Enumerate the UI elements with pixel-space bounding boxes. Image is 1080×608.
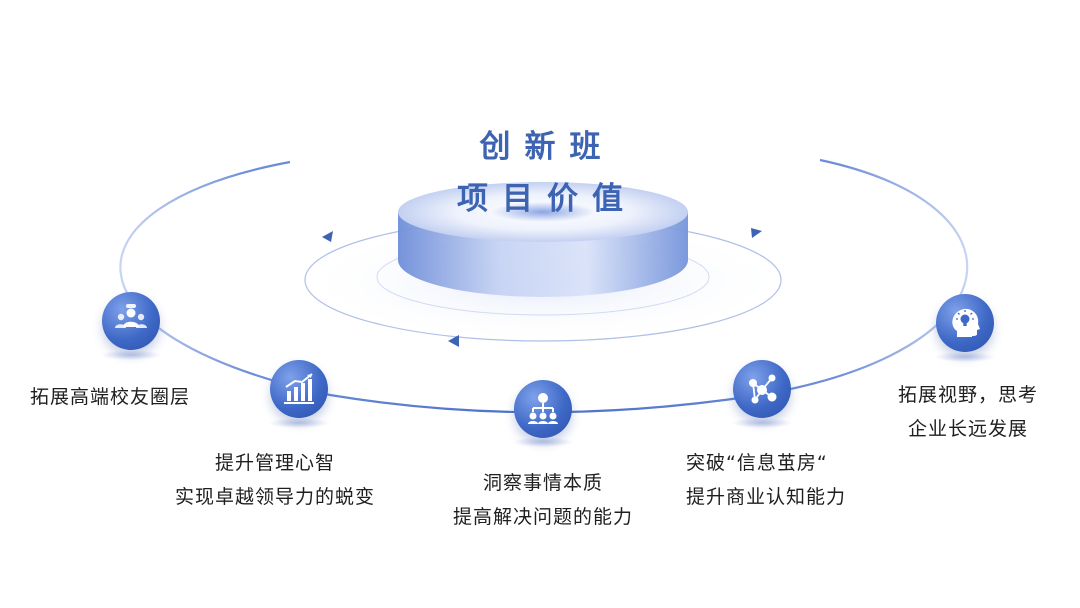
value-label-2: 提升管理心智 实现卓越领导力的蜕变 bbox=[175, 446, 375, 514]
value-label-line: 提升商业认知能力 bbox=[686, 486, 847, 508]
value-label-line: 提高解决问题的能力 bbox=[452, 506, 633, 528]
org-hierarchy-icon bbox=[514, 380, 572, 438]
diagram-title-line1: 创新班 bbox=[479, 129, 615, 165]
badge-shadow bbox=[100, 350, 162, 360]
value-label-1: 拓展高端校友圈层 bbox=[30, 380, 190, 414]
badge-shadow bbox=[934, 352, 996, 362]
ring-arrow-right bbox=[751, 228, 762, 238]
value-label-4: 突破“信息茧房“ 提升商业认知能力 bbox=[686, 446, 846, 514]
molecule-network-icon bbox=[733, 360, 791, 418]
badge-shadow bbox=[512, 437, 574, 447]
value-label-3: 洞察事情本质 提高解决问题的能力 bbox=[433, 466, 653, 534]
value-label-line: 提升管理心智 bbox=[215, 452, 336, 474]
badge-shadow bbox=[731, 418, 793, 428]
ring-arrow-bottom bbox=[448, 335, 459, 347]
diagram-title-line2: 项目价值 bbox=[457, 181, 637, 217]
value-label-line: 拓展高端校友圈层 bbox=[30, 386, 191, 408]
bar-chart-icon bbox=[270, 360, 328, 418]
ring-arrow-left bbox=[322, 231, 333, 242]
value-label-line: 洞察事情本质 bbox=[482, 472, 603, 494]
head-lightbulb-icon bbox=[936, 294, 994, 352]
people-network-icon bbox=[102, 292, 160, 350]
value-label-line: 企业长远发展 bbox=[907, 418, 1028, 440]
value-label-line: 拓展视野，思考 bbox=[897, 384, 1038, 406]
value-label-line: 实现卓越领导力的蜕变 bbox=[175, 486, 376, 508]
value-label-5: 拓展视野，思考 企业长远发展 bbox=[882, 378, 1054, 446]
badge-shadow bbox=[268, 418, 330, 428]
value-label-line: 突破“信息茧房“ bbox=[686, 452, 828, 474]
